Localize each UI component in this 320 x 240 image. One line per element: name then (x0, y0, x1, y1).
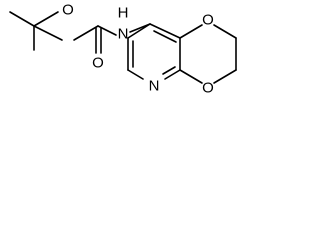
ring-oxygen-upper-label: O (202, 12, 214, 29)
atom-label-dioxane-lower-oxygen: O (202, 80, 214, 97)
bond-pyridine-6 (127, 23, 151, 39)
atom-label-carbonyl-oxygen: O (92, 55, 104, 72)
bond-tbu-to-ester-oxygen (33, 25, 63, 41)
atom-label-ester-oxygen: O (62, 2, 74, 19)
bond-pyridine-3-inner (162, 66, 176, 75)
bond-dioxane-ch2-upper (213, 24, 237, 39)
bond-ester-oxygen-to-carbonyl (73, 25, 99, 41)
bond-dioxane-lower-oxygen (179, 69, 203, 84)
bond-pyridine-1 (149, 23, 181, 39)
pyridine-nitrogen-label: N (149, 78, 160, 95)
amide-nitrogen-label: N (118, 26, 129, 43)
carbonyl-oxygen-label: O (92, 55, 104, 72)
chemical-structure-diagram: O O H N N O O (9, 2, 237, 97)
bond-dioxane-upper-oxygen (179, 24, 203, 39)
bond-pyridine-3 (164, 69, 181, 80)
bond-pyridine-1-inner (153, 30, 177, 43)
bond-tbu-methyl-2 (9, 11, 35, 27)
atom-label-dioxane-upper-oxygen: O (202, 12, 214, 29)
bond-carbonyl-to-nitrogen (97, 25, 117, 36)
ring-oxygen-lower-label: O (202, 80, 214, 97)
bond-pyridine-4 (127, 69, 144, 80)
bond-dioxane-ch2-lower (213, 69, 237, 84)
ester-oxygen-label: O (62, 2, 74, 19)
amide-nitrogen-h-label: H (118, 5, 129, 22)
bond-tbu-methyl-3 (33, 11, 59, 27)
atom-label-amide-nh: H N (118, 5, 129, 43)
atom-label-pyridine-nitrogen: N (149, 78, 160, 95)
